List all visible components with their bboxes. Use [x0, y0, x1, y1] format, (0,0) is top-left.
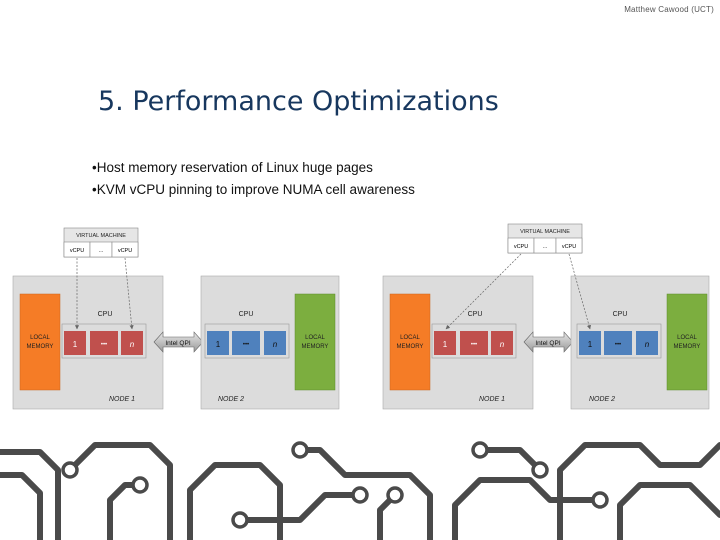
svg-text:LOCAL: LOCAL	[400, 335, 420, 341]
cpu-label: CPU	[98, 311, 113, 318]
svg-text:n: n	[645, 340, 650, 349]
svg-text:n: n	[273, 340, 278, 349]
node-label: NODE 1	[109, 396, 135, 403]
cpu-label: CPU	[613, 311, 628, 318]
core-1	[207, 331, 229, 355]
virtual-machine: VIRTUAL MACHINE vCPU ... vCPU	[507, 223, 583, 254]
svg-text:MEMORY: MEMORY	[397, 344, 424, 350]
cpu-box	[204, 323, 290, 359]
core-dots	[604, 331, 632, 355]
vcpu-label: vCPU	[562, 244, 576, 250]
bullet-item: •Host memory reservation of Linux huge p…	[92, 160, 373, 175]
slide-title: 5. Performance Optimizations	[98, 86, 499, 117]
local-memory	[389, 293, 431, 391]
numa-node-1: LOCAL MEMORY CPU 1 ••• n NODE 1	[12, 275, 164, 410]
diagram-right: VIRTUAL MACHINE vCPU ... vCPU LOCAL MEMO…	[382, 223, 710, 410]
cpu-label: CPU	[239, 311, 254, 318]
node-label: NODE 2	[218, 396, 244, 403]
svg-text:1: 1	[216, 340, 221, 349]
bullet-item: •KVM vCPU pinning to improve NUMA cell a…	[92, 182, 415, 197]
svg-text:•••: •••	[101, 342, 107, 348]
svg-text:1: 1	[73, 340, 78, 349]
svg-text:1: 1	[443, 340, 448, 349]
virtual-machine: VIRTUAL MACHINE vCPU ... vCPU	[63, 227, 139, 258]
cpu-box	[61, 323, 147, 359]
core-n	[264, 331, 286, 355]
vcpu-label: vCPU	[514, 244, 528, 250]
vcpu-label: vCPU	[70, 248, 84, 254]
svg-text:MEMORY: MEMORY	[27, 344, 54, 350]
local-memory	[666, 293, 708, 391]
author-credit: Matthew Cawood (UCT)	[624, 5, 714, 14]
core-1	[64, 331, 86, 355]
svg-text:1: 1	[588, 340, 593, 349]
local-memory	[19, 293, 61, 391]
svg-text:n: n	[500, 340, 505, 349]
cpu-label: CPU	[468, 311, 483, 318]
core-1	[434, 331, 456, 355]
svg-text:•••: •••	[615, 342, 621, 348]
core-dots	[460, 331, 488, 355]
cpu-box	[431, 323, 517, 359]
vcpu-ellipsis: ...	[99, 248, 104, 254]
core-1	[579, 331, 601, 355]
vcpu-ellipsis: ...	[543, 244, 548, 250]
diagram-left: VIRTUAL MACHINE vCPU ... vCPU LOCAL MEMO…	[12, 227, 340, 410]
svg-text:LOCAL: LOCAL	[30, 335, 50, 341]
svg-text:LOCAL: LOCAL	[305, 335, 325, 341]
vm-title: VIRTUAL MACHINE	[76, 233, 126, 239]
core-dots	[90, 331, 118, 355]
svg-text:MEMORY: MEMORY	[674, 344, 701, 350]
vm-title: VIRTUAL MACHINE	[520, 229, 570, 235]
core-n	[491, 331, 513, 355]
local-memory	[294, 293, 336, 391]
core-n	[636, 331, 658, 355]
svg-text:n: n	[130, 340, 135, 349]
numa-node-2: CPU 1 ••• n LOCAL MEMORY NODE 2	[200, 275, 340, 410]
node-label: NODE 2	[589, 396, 615, 403]
cpu-box	[576, 323, 662, 359]
pinning-arrows	[445, 253, 592, 330]
numa-node-1: LOCAL MEMORY CPU 1 ••• n NODE 1	[382, 275, 534, 410]
svg-text:Intel QPI: Intel QPI	[165, 340, 190, 347]
numa-node-2: CPU 1 ••• n LOCAL MEMORY NODE 2	[570, 275, 710, 410]
core-n	[121, 331, 143, 355]
node-label: NODE 1	[479, 396, 505, 403]
core-dots	[232, 331, 260, 355]
bullet-list: •Host memory reservation of Linux huge p…	[92, 157, 415, 201]
svg-text:MEMORY: MEMORY	[302, 344, 329, 350]
svg-text:•••: •••	[243, 342, 249, 348]
svg-text:Intel QPI: Intel QPI	[535, 340, 560, 347]
vcpu-label: vCPU	[118, 248, 132, 254]
pinning-arrows	[74, 257, 134, 330]
svg-text:•••: •••	[471, 342, 477, 348]
svg-text:LOCAL: LOCAL	[677, 335, 697, 341]
